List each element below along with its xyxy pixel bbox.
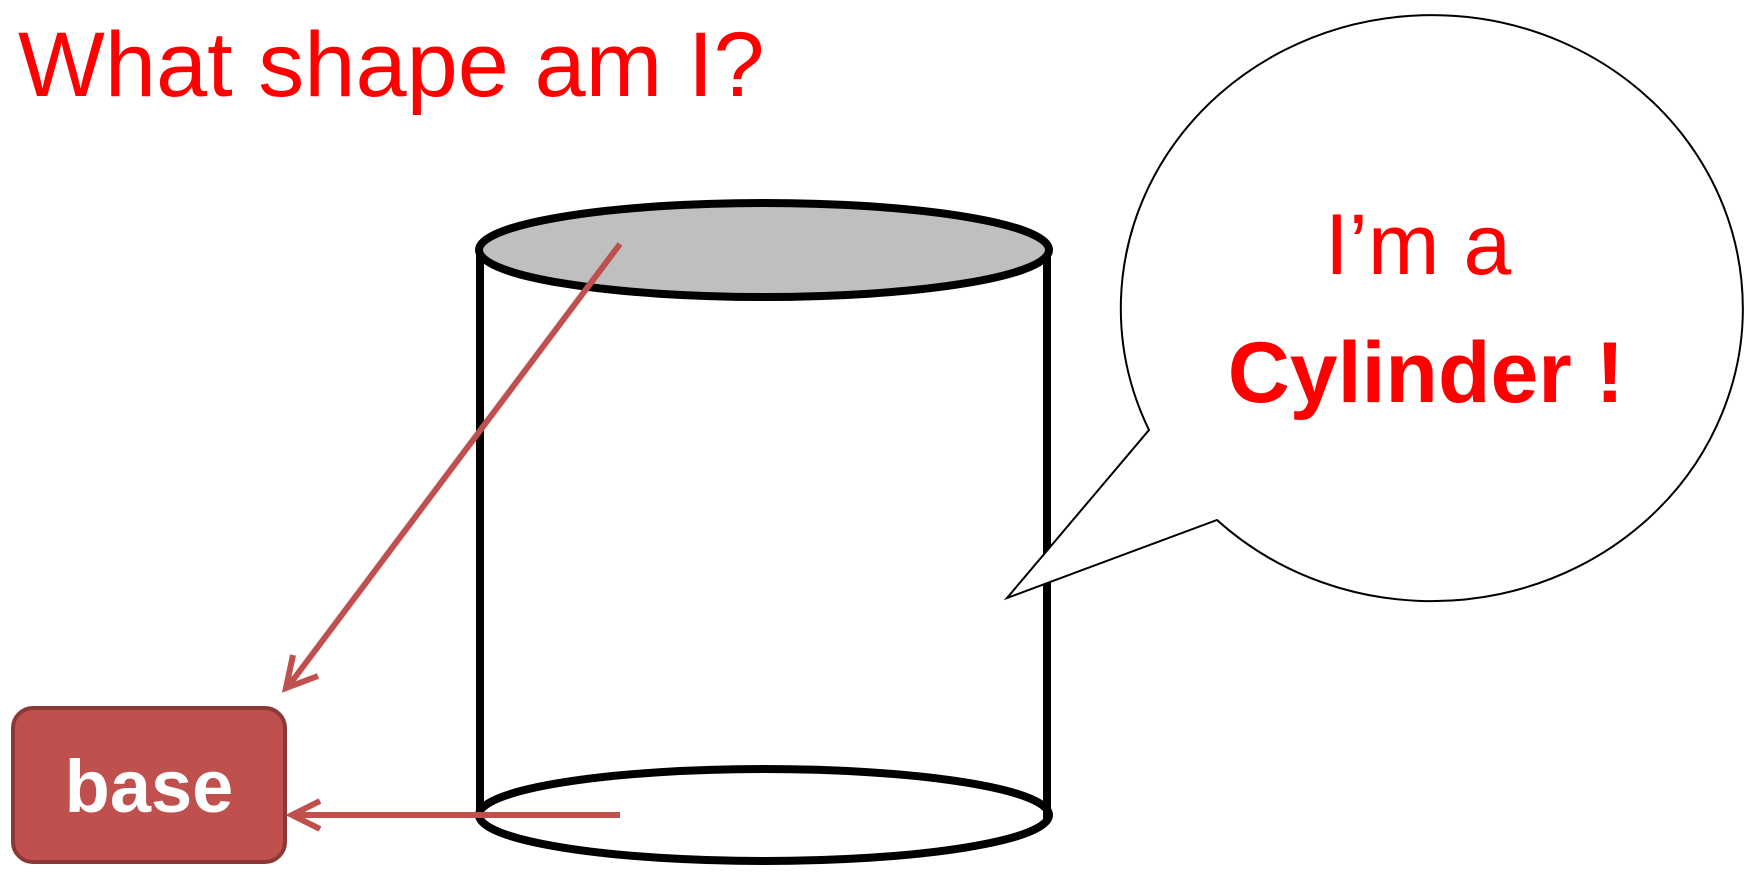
speech-bubble-shape	[1007, 15, 1743, 601]
base-label: base	[13, 708, 285, 862]
page-title: What shape am I?	[18, 14, 765, 116]
speech-bubble-line1: I’m a	[1325, 197, 1512, 293]
speech-bubble: I’m a Cylinder !	[1007, 15, 1743, 601]
speech-bubble-line2: Cylinder !	[1228, 325, 1625, 421]
base-label-text: base	[65, 745, 234, 828]
cylinder-top-base	[479, 203, 1049, 297]
arrows	[286, 244, 620, 829]
cylinder	[479, 203, 1049, 861]
arrow-from-top-base	[290, 244, 620, 684]
